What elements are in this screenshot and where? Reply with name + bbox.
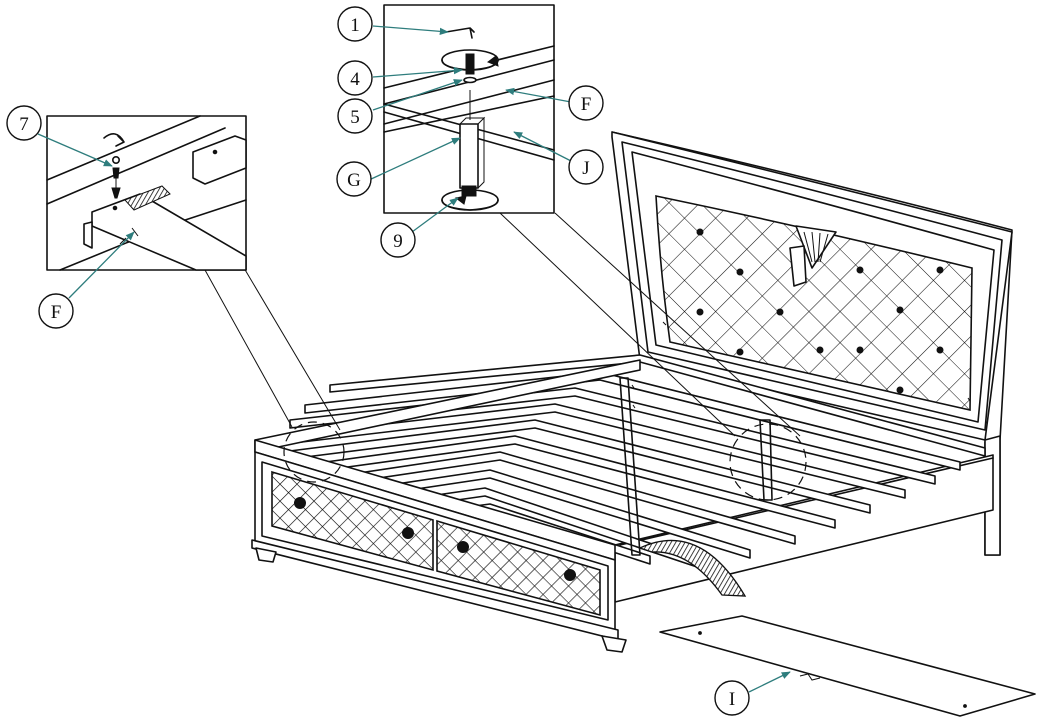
callout-4: 4 xyxy=(337,60,373,96)
callout-label: 7 xyxy=(19,114,29,135)
drawer-right xyxy=(436,519,601,617)
inset-top xyxy=(383,4,555,214)
detail-link-right xyxy=(499,212,801,437)
headboard-tuft-buttons xyxy=(696,228,944,394)
drawer-knob xyxy=(402,527,414,539)
callout-7: 7 xyxy=(6,105,42,141)
headboard-ornament xyxy=(789,225,837,287)
drawer-knob xyxy=(294,497,306,509)
callout-label: J xyxy=(582,158,589,179)
headboard xyxy=(611,131,1013,556)
curved-insert-arrow xyxy=(638,539,747,597)
detail-marker-left xyxy=(283,421,345,483)
callout-5: 5 xyxy=(337,98,373,134)
callout-1: 1 xyxy=(337,6,373,42)
callout-label: 5 xyxy=(350,107,360,128)
drawer-knob xyxy=(457,541,469,553)
inset-left xyxy=(46,115,247,271)
callout-f-top: F xyxy=(568,85,604,121)
panel-i xyxy=(659,615,1036,717)
callout-label: 9 xyxy=(393,231,403,252)
callout-i: I xyxy=(714,680,750,716)
footboard xyxy=(251,359,641,653)
callout-label: F xyxy=(51,302,62,323)
leader-lines xyxy=(37,25,791,693)
callout-label: 1 xyxy=(350,15,360,36)
callout-j: J xyxy=(568,149,604,185)
drawer-knob xyxy=(564,569,576,581)
center-support-rail xyxy=(619,377,773,556)
callout-label: F xyxy=(581,94,592,115)
callout-g: G xyxy=(336,161,372,197)
drawer-left xyxy=(271,470,434,572)
detail-marker-right xyxy=(729,423,807,501)
callout-label: I xyxy=(729,689,735,710)
detail-link-left xyxy=(204,267,341,431)
callout-label: G xyxy=(347,170,361,191)
callout-f-left: F xyxy=(38,293,74,329)
callout-label: 4 xyxy=(350,69,360,90)
callout-9: 9 xyxy=(380,222,416,258)
headboard-tufted-panel xyxy=(655,195,973,411)
